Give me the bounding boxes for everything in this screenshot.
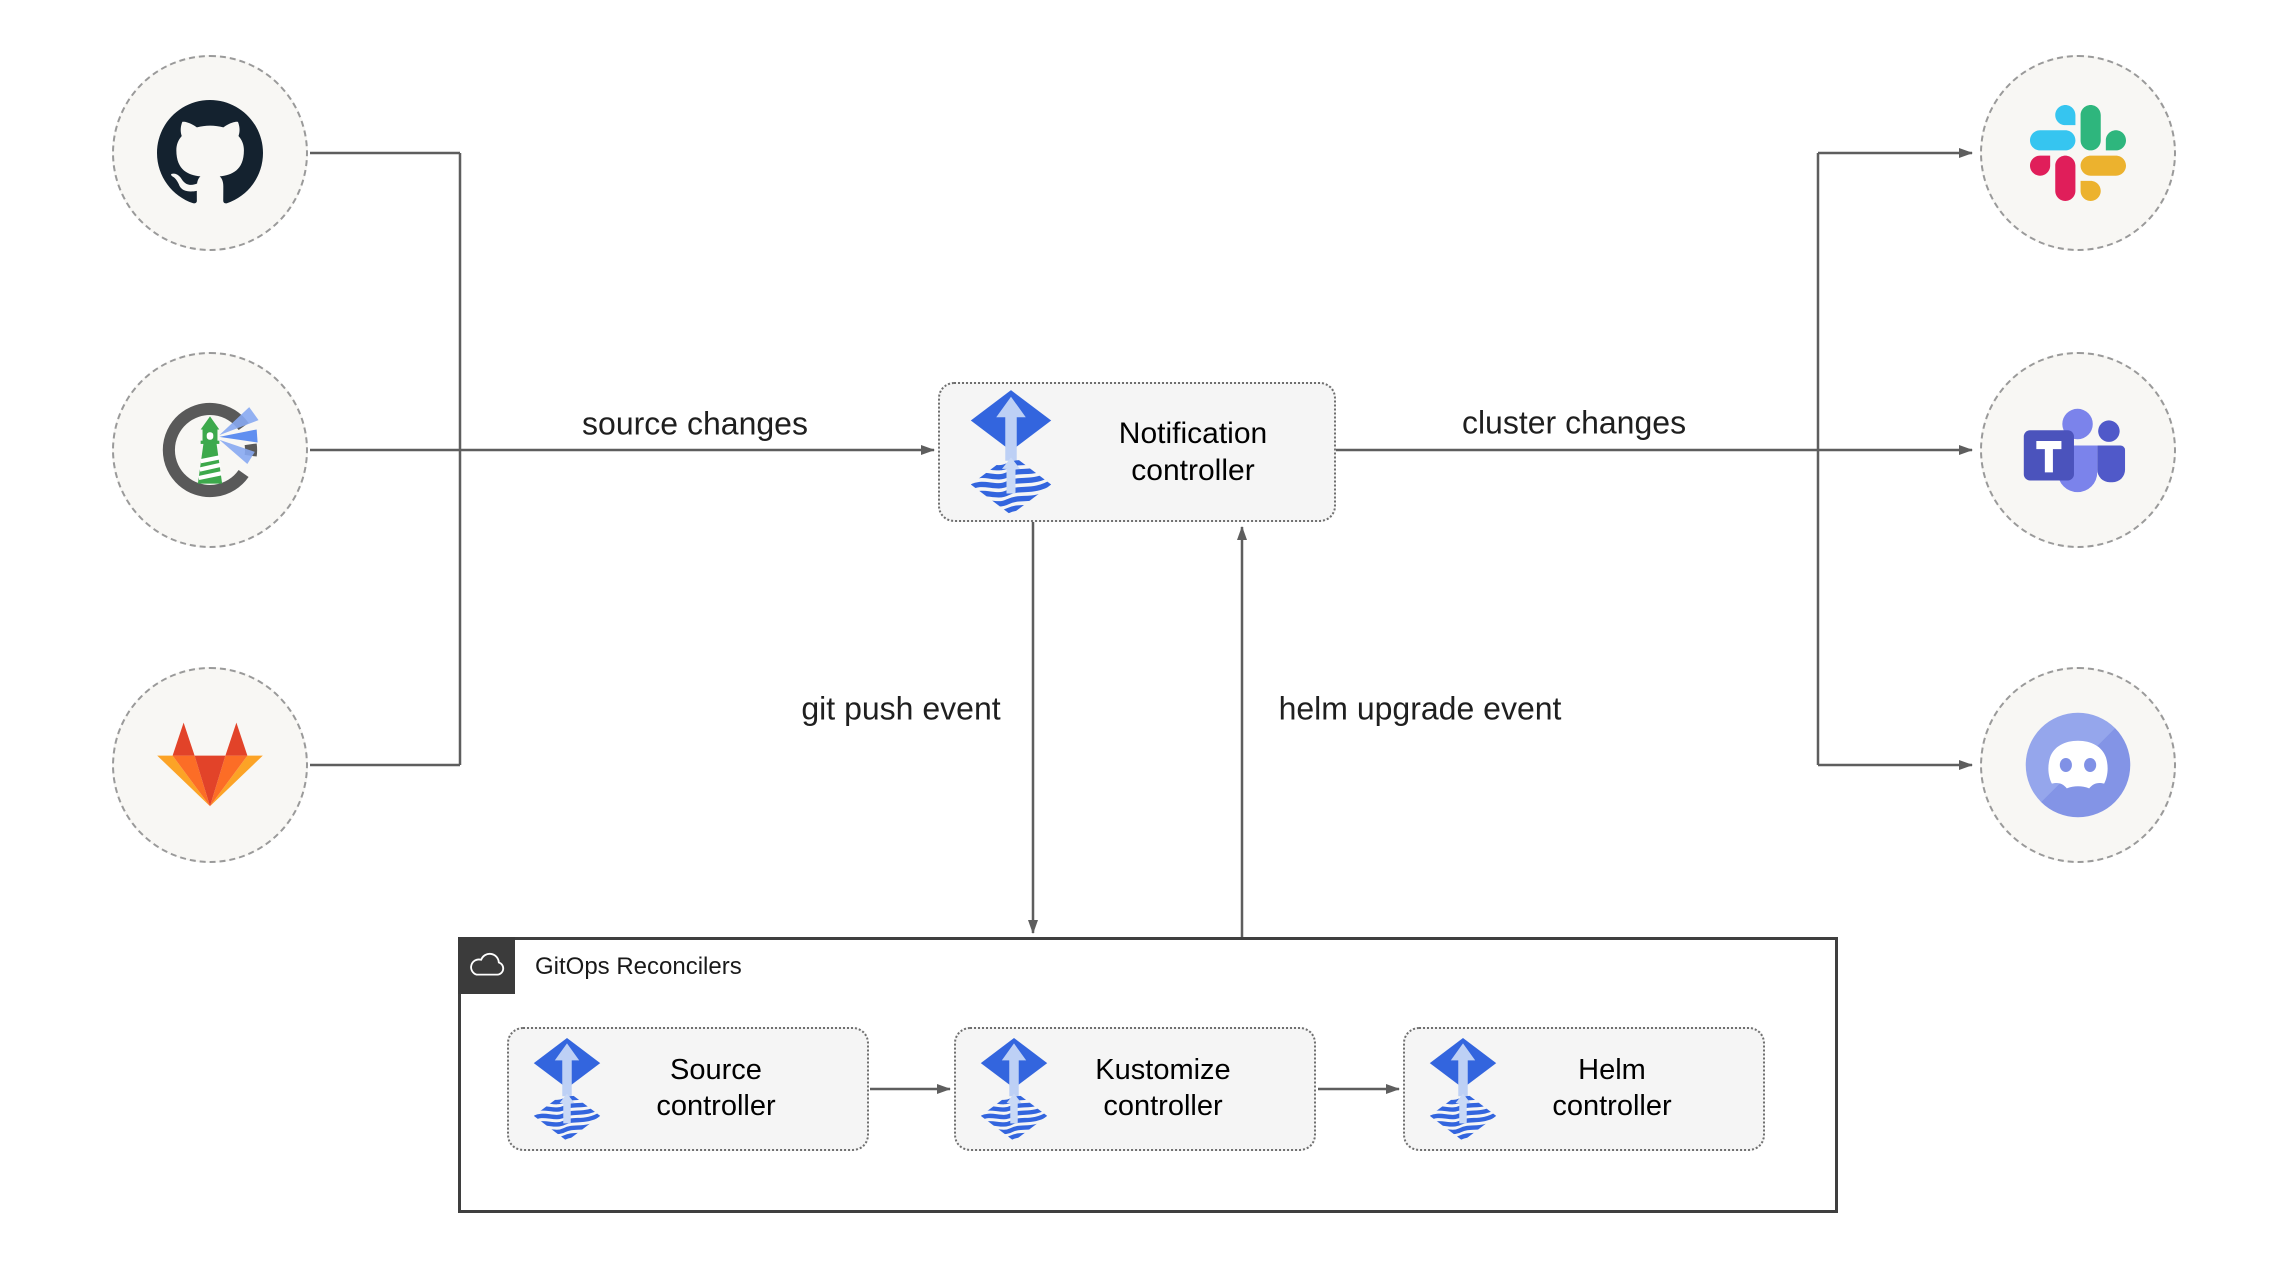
edge-label-source-changes: source changes	[576, 405, 814, 443]
harbor-icon	[162, 402, 259, 498]
source-controller-box: Source controller	[507, 1027, 869, 1151]
source-node-harbor	[112, 352, 308, 548]
github-icon	[157, 100, 263, 204]
helm-controller-box: Helm controller	[1403, 1027, 1765, 1151]
notification-controller-label: Notification controller	[1118, 416, 1268, 487]
kustomize-controller-box: Kustomize controller	[954, 1027, 1316, 1151]
gitops-reconcilers-group: GitOps Reconcilers	[458, 937, 1838, 1213]
source-node-gitlab	[112, 667, 308, 863]
target-node-discord	[1980, 667, 2176, 863]
source-node-github	[112, 55, 308, 251]
group-badge	[458, 937, 515, 994]
teams-icon	[2023, 408, 2126, 493]
edge-label-helm-upgrade-event: helm upgrade event	[1272, 690, 1568, 728]
kustomize-controller-label: Kustomize controller	[1095, 1054, 1231, 1122]
target-node-teams	[1980, 352, 2176, 548]
edge-label-cluster-changes: cluster changes	[1455, 404, 1693, 442]
flux-icon	[533, 1038, 601, 1141]
slack-icon	[2030, 105, 2126, 201]
flux-icon	[1429, 1038, 1497, 1141]
edge-label-git-push-event: git push event	[795, 690, 1007, 728]
source-controller-label: Source controller	[656, 1054, 776, 1122]
notification-controller-box: Notification controller	[938, 382, 1336, 522]
target-node-slack	[1980, 55, 2176, 251]
gitlab-icon	[157, 722, 263, 806]
group-label: GitOps Reconcilers	[535, 953, 742, 980]
flux-icon	[980, 1038, 1048, 1141]
cloud-icon	[469, 952, 504, 976]
discord-icon	[2025, 712, 2131, 818]
flux-icon	[970, 390, 1052, 515]
helm-controller-label: Helm controller	[1552, 1054, 1672, 1122]
